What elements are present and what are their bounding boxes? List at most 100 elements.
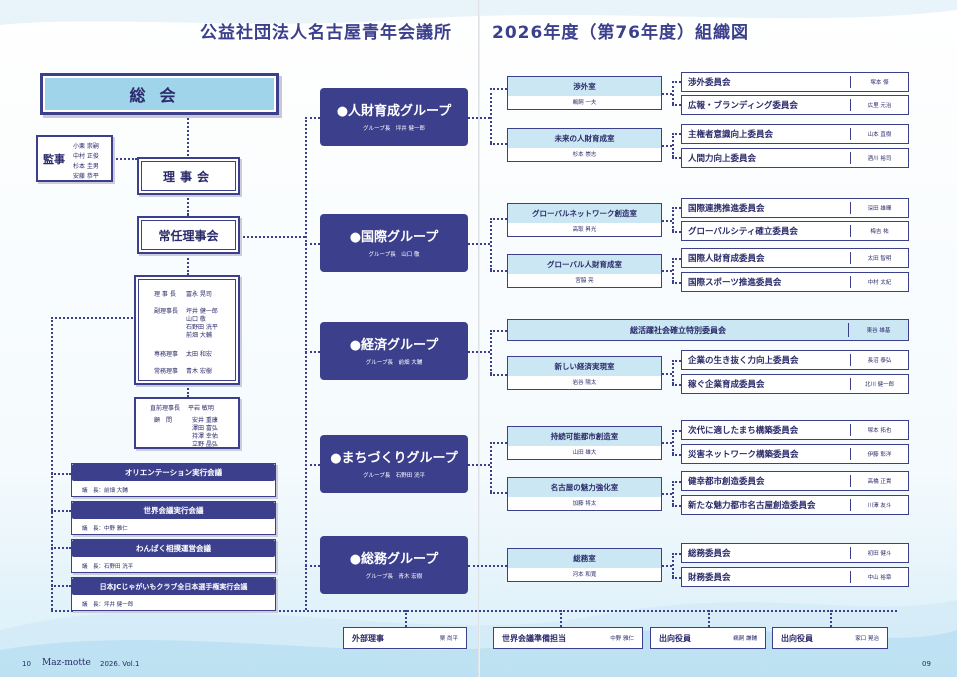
connector [672, 258, 674, 282]
officer-role: 副理事長 [154, 308, 179, 315]
office-head: 高取 昇光 [572, 227, 597, 233]
connector [490, 442, 507, 444]
committee-chair: 太田 智明 [867, 256, 892, 262]
connector [662, 220, 672, 222]
connector [672, 133, 674, 157]
committee-name: 国際人財育成委員会 [688, 254, 765, 264]
advisor-role: 直前理事長 [150, 405, 181, 412]
officer-name: 前畑 大輔 [186, 332, 212, 339]
committee-name: 人間力向上委員会 [688, 154, 757, 164]
officer-role: 理 事 長 [154, 291, 176, 298]
office-box: 持続可能都市創造室 山田 雄大 [507, 426, 662, 460]
committee-name: 国際連携推進委員会 [688, 204, 765, 214]
connector [51, 547, 71, 549]
board-of-directors-box: 理事会 [137, 157, 240, 195]
officer-name: 冨永 晃司 [186, 291, 212, 298]
committee-name: 総務委員会 [688, 549, 731, 559]
connector [468, 243, 490, 245]
committee-chair: 塚本 拓也 [867, 428, 892, 434]
connector [672, 553, 674, 577]
connector [662, 270, 672, 272]
connector [662, 373, 672, 375]
committee-box: 国際連携推進委員会深田 雄暉 [681, 198, 909, 218]
conference-box: わんぱく相撲運営会議 議 長：石野田 洸平 [71, 539, 276, 573]
connector [490, 330, 492, 374]
office-name: 名古屋の魅力強化室 [508, 478, 661, 497]
bottom-label: 出向役員 [659, 633, 691, 643]
group-leader: グループ長 坪井 健一郎 [363, 126, 425, 132]
connector [490, 218, 492, 270]
seconded-officer-box: 出向役員 鵜飼 謙輔 [650, 627, 766, 649]
connector [672, 104, 681, 106]
connector [305, 464, 320, 466]
connector [672, 384, 681, 386]
group-name: ●総務グループ [349, 552, 439, 567]
connector [830, 610, 832, 627]
committee-box: 健幸都市創造委員会高橋 正貴 [681, 471, 909, 491]
group-spine [305, 117, 307, 610]
connector [672, 157, 681, 159]
connector [490, 270, 507, 272]
committee-name: グローバルシティ確立委員会 [688, 227, 798, 237]
office-head: 山田 雄大 [572, 450, 597, 456]
connector [468, 565, 507, 567]
connector [662, 493, 672, 495]
officer-name: 山口 敬 [186, 316, 206, 323]
office-head: 鵜飼 一夫 [572, 100, 597, 106]
connector [672, 258, 681, 260]
conference-box: 世界会議実行会議 議 長：中野 雅仁 [71, 501, 276, 535]
group-box-international: ●国際グループ グループ長 山口 敬 [320, 214, 468, 272]
org-title: 公益社団法人名古屋青年会議所 [200, 23, 452, 43]
office-head: 宮脇 亮 [575, 278, 594, 284]
connector [305, 351, 320, 353]
connector [490, 88, 507, 90]
group-leader: グループ長 前畑 大輔 [365, 360, 423, 366]
connector [51, 317, 137, 319]
executive-board-label: 常任理事会 [158, 228, 219, 243]
committee-box: 人間力向上委員会酒川 裕司 [681, 148, 909, 168]
connector [672, 282, 681, 284]
bottom-name: 家口 晃治 [855, 636, 879, 642]
committee-box: 主権者意識向上委員会山本 直樹 [681, 124, 909, 144]
committee-name: 国際スポーツ推進委員会 [688, 278, 782, 288]
committee-name: 稼ぐ企業育成委員会 [688, 380, 765, 390]
connector [468, 117, 490, 119]
committee-name: 健幸都市創造委員会 [688, 477, 765, 487]
connector [672, 81, 674, 104]
special-committee-name: 総活躍社会確立特別委員会 [630, 325, 726, 335]
conference-title: わんぱく相撲運営会議 [72, 540, 275, 557]
bottom-name: 中野 雅仁 [610, 636, 634, 642]
committee-box: グローバルシティ確立委員会梅吉 祐 [681, 221, 909, 241]
advisor-name: 持澤 幸佑 [192, 433, 218, 440]
connector [662, 442, 672, 444]
office-box: 渉外室 鵜飼 一夫 [507, 76, 662, 110]
connector [51, 585, 71, 587]
connector [490, 143, 507, 145]
conference-box: オリエンテーション実行会議 議 長：前畑 大輔 [71, 463, 276, 497]
group-leader: グループ長 山口 敬 [368, 252, 420, 258]
advisor-name: 平岩 敏明 [188, 405, 214, 412]
office-name: グローバルネットワーク創造室 [508, 204, 661, 223]
office-box: グローバル人財育成室 宮脇 亮 [507, 254, 662, 288]
committee-name: 財務委員会 [688, 573, 731, 583]
office-head: 杉本 崇志 [572, 152, 597, 158]
officer-name: 青木 宏樹 [186, 368, 212, 375]
committee-name: 災害ネットワーク構築委員会 [688, 450, 799, 460]
connector [305, 117, 320, 119]
group-name: ●国際グループ [349, 230, 439, 245]
advisor-name: 澤田 富弘 [192, 425, 218, 432]
officer-name: 坪井 健一郎 [186, 308, 218, 315]
conference-title: 世界会議実行会議 [72, 502, 275, 519]
committee-name: 主権者意識向上委員会 [688, 130, 774, 140]
committee-box: 国際人財育成委員会 太田 智明 [681, 248, 909, 268]
connector [672, 481, 681, 483]
committee-name: 次代に適したまち構築委員会 [688, 426, 799, 436]
conference-box: 日本JCじゃがいもクラブ全日本選手権実行会議 議 長：坪井 健一郎 [71, 577, 276, 611]
officer-name: 石野田 洸平 [186, 324, 218, 331]
connector [672, 430, 674, 454]
connector [490, 442, 492, 492]
chart-title: 2026年度（第76年度）組織図 [492, 23, 749, 43]
group-leader: グループ長 石野田 洸平 [363, 473, 425, 479]
office-box: 総務室 河本 和寛 [507, 548, 662, 582]
